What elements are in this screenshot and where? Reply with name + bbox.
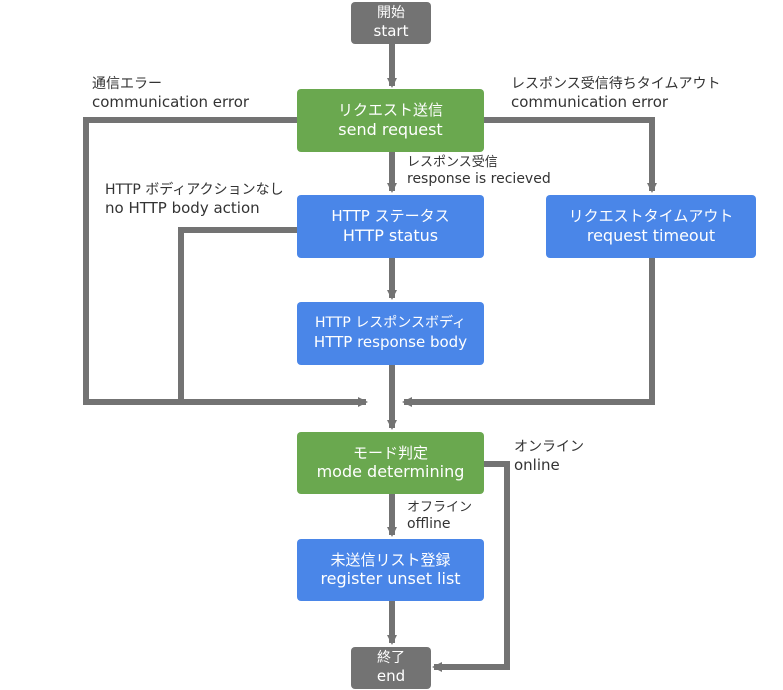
register-unset-list-label-en: register unset list bbox=[320, 569, 461, 589]
http-response-body-node: HTTP レスポンスボディ HTTP response body bbox=[297, 302, 484, 365]
register-unset-list-node: 未送信リスト登録 register unset list bbox=[297, 539, 484, 601]
mode-determining-label-en: mode determining bbox=[316, 462, 465, 482]
online-label-en: online bbox=[514, 455, 560, 474]
response-received-label-ja: レスポンス受信 bbox=[407, 155, 498, 170]
send-request-label-en: send request bbox=[338, 119, 443, 139]
communication-error-label-en: communication error bbox=[92, 92, 250, 111]
register-unset-list-label-ja: 未送信リスト登録 bbox=[330, 550, 451, 569]
arrow-timeout-merge bbox=[402, 258, 655, 407]
response-timeout-label-ja: レスポンス受信待ちタイムアウト bbox=[511, 76, 721, 92]
offline-label: オフライン offline bbox=[407, 500, 472, 532]
start-label-ja: 開始 bbox=[377, 4, 405, 21]
no-body-action-label-ja: HTTP ボディアクションなし bbox=[105, 182, 284, 198]
no-body-action-label: HTTP ボディアクションなし no HTTP body action bbox=[105, 182, 284, 217]
http-response-body-label-ja: HTTP レスポンスボディ bbox=[314, 315, 467, 332]
request-timeout-label-ja: リクエストタイムアウト bbox=[568, 207, 734, 226]
arrow-comm-error bbox=[83, 117, 368, 407]
start-node: 開始 start bbox=[351, 2, 431, 44]
http-status-label-en: HTTP status bbox=[342, 225, 439, 245]
start-label-en: start bbox=[373, 22, 409, 41]
http-status-node: HTTP ステータス HTTP status bbox=[297, 195, 484, 258]
mode-determining-node: モード判定 mode determining bbox=[297, 432, 484, 494]
mode-determining-label-ja: モード判定 bbox=[352, 443, 428, 462]
end-label-en: end bbox=[376, 667, 406, 686]
online-label-ja: オンライン bbox=[514, 439, 584, 455]
offline-label-en: offline bbox=[407, 515, 451, 532]
send-request-node: リクエスト送信 send request bbox=[297, 89, 484, 152]
no-body-action-label-en: no HTTP body action bbox=[105, 198, 260, 217]
http-status-label-ja: HTTP ステータス bbox=[331, 207, 450, 226]
response-received-label-en: response is recieved bbox=[407, 170, 551, 187]
http-response-body-label-en: HTTP response body bbox=[313, 332, 468, 351]
arrow-no-body-action bbox=[178, 227, 297, 402]
request-timeout-label-en: request timeout bbox=[586, 225, 716, 245]
response-timeout-label: レスポンス受信待ちタイムアウト communication error bbox=[511, 76, 720, 111]
arrow-online bbox=[432, 461, 510, 672]
response-received-label: レスポンス受信 response is recieved bbox=[407, 155, 551, 187]
end-node: 終了 end bbox=[351, 647, 431, 689]
arrow-send-to-timeout bbox=[484, 117, 657, 193]
communication-error-label-ja: 通信エラー bbox=[92, 76, 162, 92]
offline-label-ja: オフライン bbox=[407, 500, 473, 515]
response-timeout-label-en: communication error bbox=[511, 92, 669, 111]
end-label-ja: 終了 bbox=[377, 649, 405, 666]
online-label: オンライン online bbox=[514, 439, 584, 474]
communication-error-label: 通信エラー communication error bbox=[92, 76, 249, 111]
send-request-label-ja: リクエスト送信 bbox=[337, 101, 443, 120]
request-timeout-node: リクエストタイムアウト request timeout bbox=[546, 195, 756, 258]
